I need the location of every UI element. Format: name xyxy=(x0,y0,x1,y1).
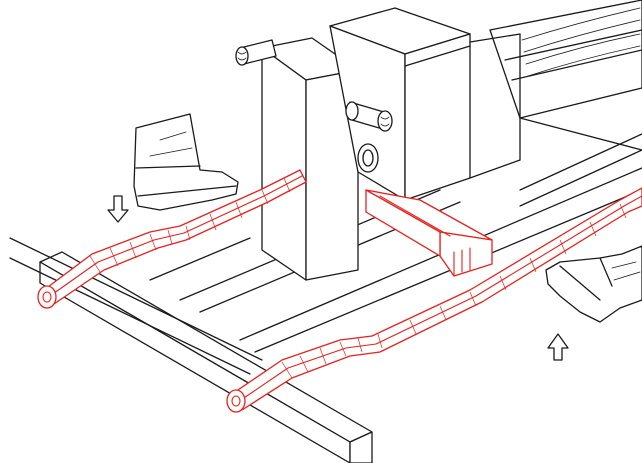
upper-shaft xyxy=(489,0,642,151)
left-pedal-bar xyxy=(37,169,307,309)
rear-pin xyxy=(235,39,277,66)
upright-post xyxy=(235,37,359,281)
connector-slider xyxy=(365,189,493,277)
left-foot xyxy=(133,113,239,211)
base-frame xyxy=(9,133,642,463)
arrow-up-icon xyxy=(547,333,569,361)
arrow-down-icon xyxy=(107,195,129,223)
right-pedal-bar xyxy=(226,187,642,413)
front-floor-rail xyxy=(39,251,373,463)
gear-detail xyxy=(357,143,379,173)
right-foot xyxy=(545,245,642,323)
gearbox-housing xyxy=(329,7,521,201)
front-pin xyxy=(345,101,393,132)
